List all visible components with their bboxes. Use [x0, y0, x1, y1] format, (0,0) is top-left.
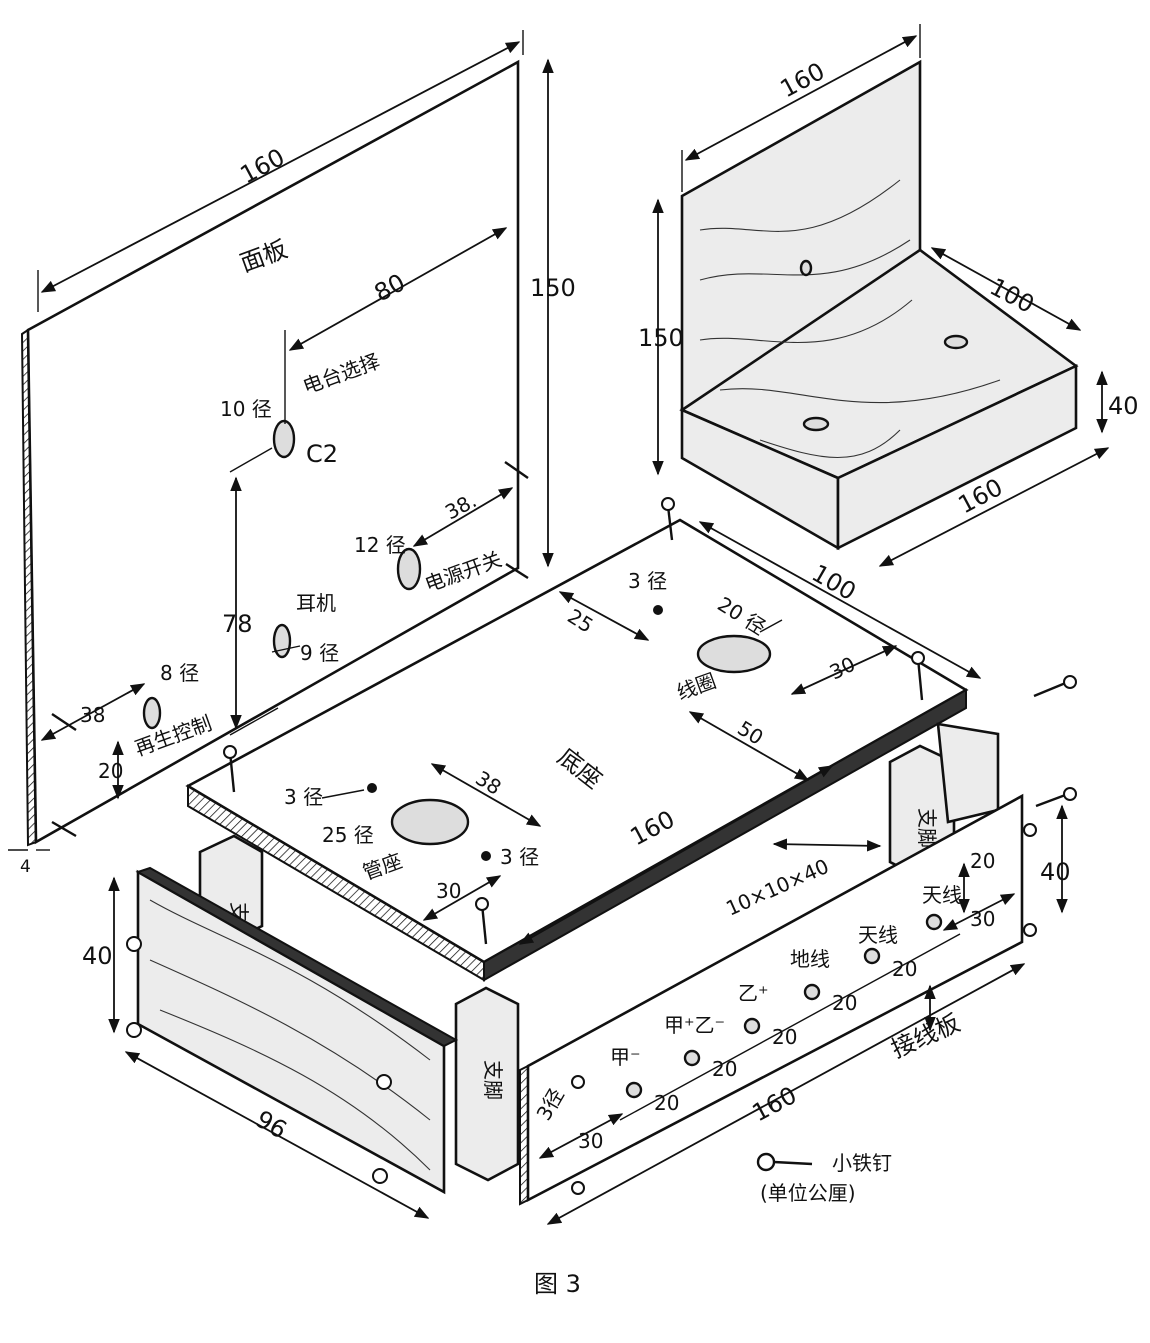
tube-hole-label: 25 径 — [322, 823, 374, 847]
terminal-offset-20-label: 20 — [970, 849, 995, 873]
base-length-dim — [518, 765, 834, 945]
earphone-hole — [272, 623, 292, 659]
tube-offset-dim — [422, 875, 502, 921]
nail-icon-shaft — [773, 1160, 813, 1166]
terminal-hole — [925, 913, 943, 931]
terminal-length-dim — [546, 963, 1026, 1225]
legend: 小铁钉 (单位公厘) — [756, 1151, 892, 1205]
station-select-hole — [272, 419, 296, 459]
regen-height-label: 20 — [98, 759, 123, 783]
terminal-hole — [683, 1049, 701, 1067]
nail — [505, 562, 529, 580]
wood-grain — [699, 179, 1001, 458]
back-assembly: 160 150 100 40 160 — [638, 24, 1139, 567]
terminal-height-label: 40 — [1040, 858, 1071, 886]
terminal-hole — [625, 1081, 643, 1099]
base-plate: 底座 线圈 20 径 3 径 25 30 50 100 160 3 径 3 径 … — [185, 497, 982, 982]
mount-hole-3b — [367, 783, 377, 793]
power-switch-hole — [396, 547, 422, 591]
c2-label: C2 — [306, 440, 338, 468]
power-offset-dim — [412, 487, 514, 547]
regen-control-hole — [142, 696, 162, 730]
nail — [504, 461, 529, 479]
left-board-width-dim — [124, 1051, 430, 1219]
panel-thickness-label: 4 — [20, 857, 31, 877]
leg-front-right — [454, 986, 520, 1182]
mount-hole-3c-label: 3 径 — [500, 845, 539, 869]
regen-offset-label: 38 — [80, 703, 105, 727]
leg-label-2: 支脚 — [481, 1060, 505, 1100]
back-hole — [799, 259, 813, 277]
back-base-height-label: 40 — [1108, 392, 1139, 420]
mount-hole-3c — [481, 851, 491, 861]
tube-offset-label: 30 — [436, 879, 461, 903]
base-depth-dim — [698, 521, 982, 679]
leg-label-3: 支脚 — [915, 808, 939, 848]
front-panel-edge — [20, 328, 38, 847]
station-hole-label: 10 径 — [220, 397, 272, 421]
tube-spacing-dim — [430, 763, 542, 827]
vertical-label: 78 — [222, 610, 253, 638]
legend-nail-label: 小铁钉 — [832, 1151, 892, 1175]
earphone-hole-label: 9 径 — [300, 641, 339, 665]
regen-offset-dim — [40, 683, 146, 741]
terminal-spacing-1: 20 — [712, 1057, 737, 1081]
back-depth-dim — [930, 247, 1082, 331]
mount-hole-3a-label: 3 径 — [628, 569, 667, 593]
power-hole-label: 12 径 — [354, 533, 406, 557]
terminal-hole — [803, 983, 821, 1001]
terminal-label-5: 天线 — [922, 883, 962, 907]
terminal-board-edge — [519, 1064, 529, 1206]
terminal-offset-30-label: 30 — [970, 907, 995, 931]
legs: 支脚 支脚 支脚 10×10×40 — [198, 722, 1000, 1182]
mount-hole-3b-label: 3 径 — [284, 785, 323, 809]
left-board-width-label: 96 — [251, 1105, 291, 1145]
panel-width-label: 160 — [236, 143, 290, 189]
coil-hole — [696, 634, 772, 674]
back-hole — [802, 416, 830, 432]
panel-width-dim — [40, 41, 521, 293]
back-height-label: 150 — [638, 324, 684, 352]
terminal-offset-30-dim — [942, 893, 1016, 931]
hole-spacing-dim — [288, 227, 508, 351]
terminal-label-2: 乙⁺ — [738, 981, 769, 1005]
terminal-label-1: 甲⁺乙⁻ — [664, 1013, 725, 1037]
panel-height-label: 150 — [530, 274, 576, 302]
mount-hole-3a — [653, 605, 663, 615]
front-panel: 160 150 面板 80 电台选择 10 径 C2 78 耳机 9 径 12 … — [8, 30, 576, 877]
nail — [51, 820, 77, 838]
terminal-spacing-2: 20 — [772, 1025, 797, 1049]
terminal-label-3: 地线 — [790, 947, 830, 971]
tube-socket-hole — [390, 798, 470, 846]
terminal-label-0: 甲⁻ — [610, 1045, 641, 1069]
left-board-height-label: 40 — [82, 942, 113, 970]
earphone-label: 耳机 — [296, 591, 336, 615]
rear-support — [936, 722, 1000, 824]
terminal-hole — [863, 947, 881, 965]
back-width-dim — [684, 35, 918, 161]
back-hole — [943, 334, 969, 350]
terminal-label-4: 天线 — [858, 923, 898, 947]
figure-caption: 图 3 — [534, 1270, 581, 1298]
left-board-top — [135, 866, 459, 1048]
terminal-spacing-3: 20 — [832, 991, 857, 1015]
offset-25-dim — [558, 591, 650, 641]
regen-hole-label: 8 径 — [160, 661, 199, 685]
nail-icon — [756, 1152, 776, 1172]
terminal-hole — [743, 1017, 761, 1035]
leg-size-dim — [772, 838, 882, 852]
terminal-length-label: 160 — [748, 1081, 802, 1127]
terminal-start-label: 30 — [578, 1129, 603, 1153]
legend-unit-label: (单位公厘) — [760, 1181, 856, 1205]
